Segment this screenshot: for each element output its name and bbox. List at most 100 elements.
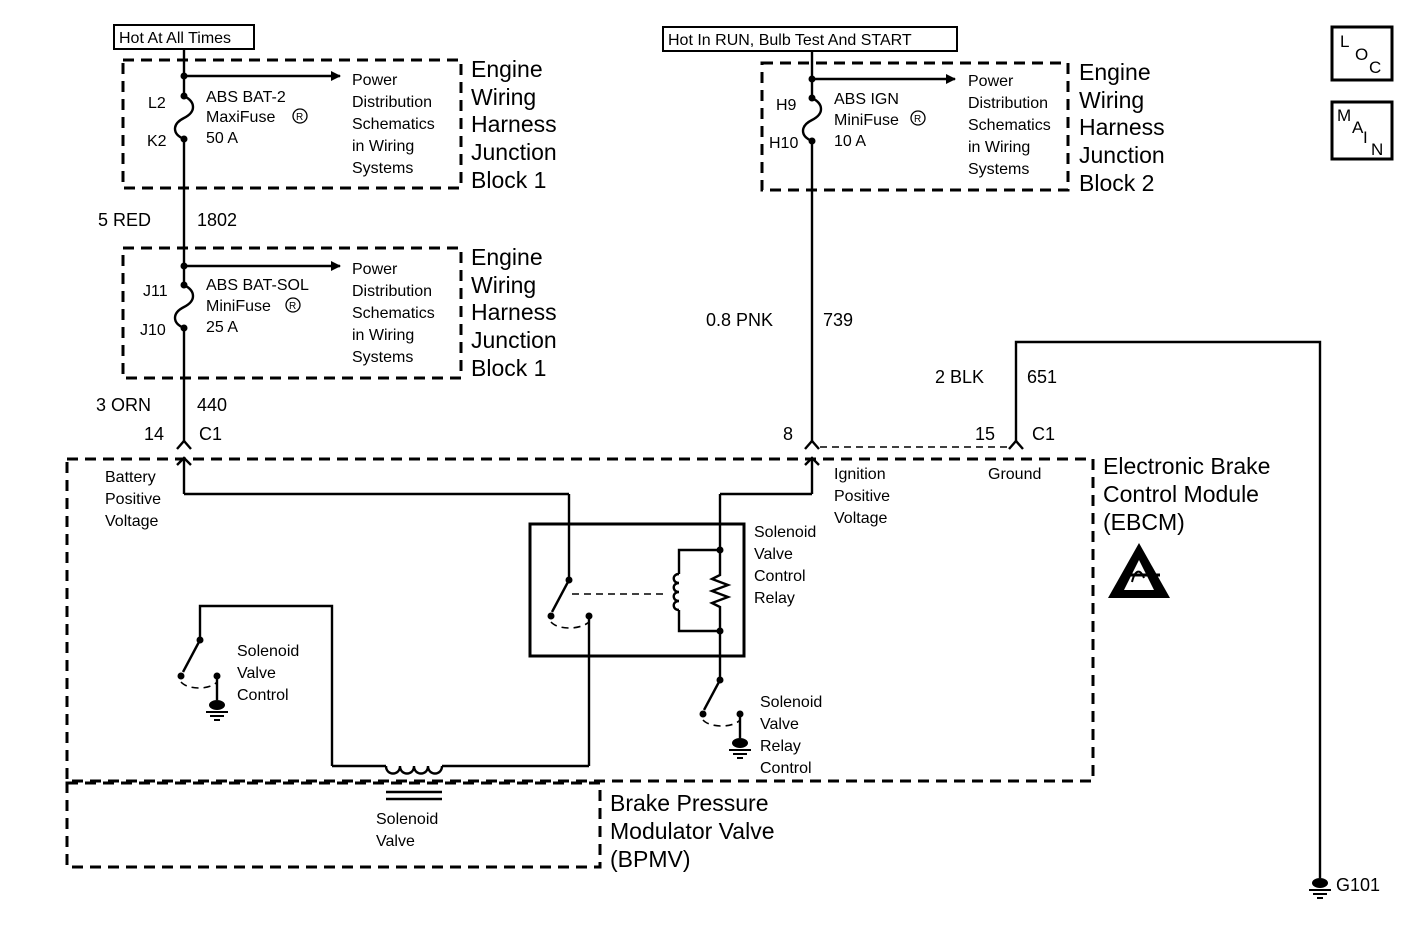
svg-text:Systems: Systems — [968, 161, 1029, 178]
svg-text:Schematics: Schematics — [968, 117, 1051, 134]
wire-orn-gauge: 3 ORN — [96, 395, 151, 415]
svg-text:Modulator Valve: Modulator Valve — [610, 818, 775, 844]
minifuse-ign-symbol — [801, 96, 823, 143]
svg-text:in Wiring: in Wiring — [968, 139, 1030, 156]
bpmv-module: Solenoid Valve Brake Pressure Modulator … — [65, 781, 775, 872]
solenoid-coil — [384, 765, 444, 775]
svg-text:Wiring: Wiring — [471, 272, 536, 298]
wire-red-circuit: 1802 — [197, 210, 237, 230]
main-button[interactable]: M A I N — [1330, 100, 1394, 161]
svg-text:N: N — [1371, 140, 1383, 159]
svg-text:R: R — [914, 114, 921, 125]
svg-text:Relay: Relay — [760, 738, 801, 755]
svg-text:Engine: Engine — [471, 244, 543, 270]
svg-text:MiniFuse: MiniFuse — [206, 298, 271, 315]
svg-text:Electronic Brake: Electronic Brake — [1103, 453, 1270, 479]
svg-text:Voltage: Voltage — [105, 513, 158, 530]
wire-pnk-gauge: 0.8 PNK — [706, 310, 773, 330]
svg-text:50 A: 50 A — [206, 130, 238, 147]
svg-text:10 A: 10 A — [834, 133, 866, 150]
ground-g101: G101 — [1309, 875, 1380, 899]
connector-c1-right: C1 — [1032, 424, 1055, 444]
svg-text:in Wiring: in Wiring — [352, 327, 414, 344]
svg-text:L2: L2 — [148, 95, 166, 112]
svg-text:H9: H9 — [776, 97, 797, 114]
svg-text:Schematics: Schematics — [352, 305, 435, 322]
svg-text:A: A — [1352, 118, 1364, 137]
svg-text:Distribution: Distribution — [352, 283, 432, 300]
solenoid-valve-control-switch: Solenoid Valve Control — [177, 604, 334, 766]
svg-text:ABS IGN: ABS IGN — [834, 91, 899, 108]
wire-blk-gauge: 2 BLK — [935, 367, 984, 387]
svg-text:Positive: Positive — [834, 488, 890, 505]
svg-text:Power: Power — [968, 73, 1014, 90]
junction-block-2: H9 H10 ABS IGN MiniFuse R 10 A Power Dis… — [760, 51, 1165, 196]
svg-text:R: R — [296, 112, 303, 123]
svg-text:R: R — [289, 301, 296, 312]
svg-text:C: C — [1369, 58, 1381, 77]
pin-15: 15 — [975, 424, 995, 444]
svg-text:Hot In RUN, Bulb Test And STAR: Hot In RUN, Bulb Test And START — [668, 32, 912, 49]
svg-text:Harness: Harness — [1079, 114, 1165, 140]
svg-text:Harness: Harness — [471, 111, 557, 137]
solenoid-valve-control-relay: Solenoid Valve Control Relay — [528, 494, 816, 766]
pin-14: 14 — [144, 424, 164, 444]
svg-text:Control: Control — [754, 568, 806, 585]
svg-text:Junction: Junction — [1079, 142, 1165, 168]
svg-text:Systems: Systems — [352, 160, 413, 177]
svg-text:Block 1: Block 1 — [471, 355, 546, 381]
svg-text:Control: Control — [760, 760, 812, 777]
svg-text:J10: J10 — [140, 322, 166, 339]
junction-block-1-top: L2 K2 ABS BAT-2 MaxiFuse R 50 A Power Di… — [121, 49, 557, 193]
esd-warning-icon — [1108, 543, 1170, 598]
solenoid-valve-relay-control-switch: Solenoid Valve Relay Control — [699, 676, 822, 777]
svg-text:Brake Pressure: Brake Pressure — [610, 790, 769, 816]
svg-text:Power: Power — [352, 72, 398, 89]
hot-at-all-times-label: Hot At All Times — [113, 24, 255, 50]
svg-text:(BPMV): (BPMV) — [610, 846, 691, 872]
hot-in-run-label: Hot In RUN, Bulb Test And START — [662, 26, 958, 52]
wire-red-gauge: 5 RED — [98, 210, 151, 230]
svg-text:Control: Control — [237, 687, 289, 704]
svg-text:J11: J11 — [143, 283, 168, 300]
svg-text:(EBCM): (EBCM) — [1103, 509, 1185, 535]
svg-text:MaxiFuse: MaxiFuse — [206, 109, 275, 126]
svg-text:Solenoid: Solenoid — [237, 643, 299, 660]
svg-text:Positive: Positive — [105, 491, 161, 508]
svg-text:Hot At All Times: Hot At All Times — [119, 30, 231, 47]
svg-text:Wiring: Wiring — [1079, 87, 1144, 113]
svg-text:Engine: Engine — [1079, 59, 1151, 85]
svg-text:Harness: Harness — [471, 299, 557, 325]
svg-text:Battery: Battery — [105, 469, 156, 486]
svg-text:Solenoid: Solenoid — [754, 524, 816, 541]
svg-text:M: M — [1337, 106, 1351, 125]
svg-text:Distribution: Distribution — [968, 95, 1048, 112]
svg-text:Block 2: Block 2 — [1079, 170, 1154, 196]
svg-text:Control Module: Control Module — [1103, 481, 1259, 507]
svg-text:Wiring: Wiring — [471, 84, 536, 110]
pin-8: 8 — [783, 424, 793, 444]
junction-block-1-bottom: J11 J10 ABS BAT-SOL MiniFuse R 25 A Powe… — [121, 244, 557, 381]
svg-text:Schematics: Schematics — [352, 116, 435, 133]
wire-orn-circuit: 440 — [197, 395, 227, 415]
minifuse-symbol — [173, 283, 195, 330]
svg-text:Solenoid: Solenoid — [760, 694, 822, 711]
svg-text:K2: K2 — [147, 133, 167, 150]
svg-text:G101: G101 — [1336, 875, 1380, 895]
svg-text:Valve: Valve — [760, 716, 799, 733]
svg-text:Distribution: Distribution — [352, 94, 432, 111]
svg-text:Block 1: Block 1 — [471, 167, 546, 193]
svg-text:Junction: Junction — [471, 139, 557, 165]
loc-button[interactable]: L O C — [1330, 25, 1394, 82]
svg-text:in Wiring: in Wiring — [352, 138, 414, 155]
wire-pnk-circuit: 739 — [823, 310, 853, 330]
maxifuse-symbol — [173, 94, 195, 141]
svg-text:I: I — [1363, 128, 1368, 147]
svg-text:ABS BAT-2: ABS BAT-2 — [206, 89, 286, 106]
svg-text:Valve: Valve — [376, 833, 415, 850]
svg-text:MiniFuse: MiniFuse — [834, 112, 899, 129]
wire-blk-circuit: 651 — [1027, 367, 1057, 387]
connector-c1-left: C1 — [199, 424, 222, 444]
svg-text:H10: H10 — [769, 135, 798, 152]
svg-text:Solenoid: Solenoid — [376, 811, 438, 828]
